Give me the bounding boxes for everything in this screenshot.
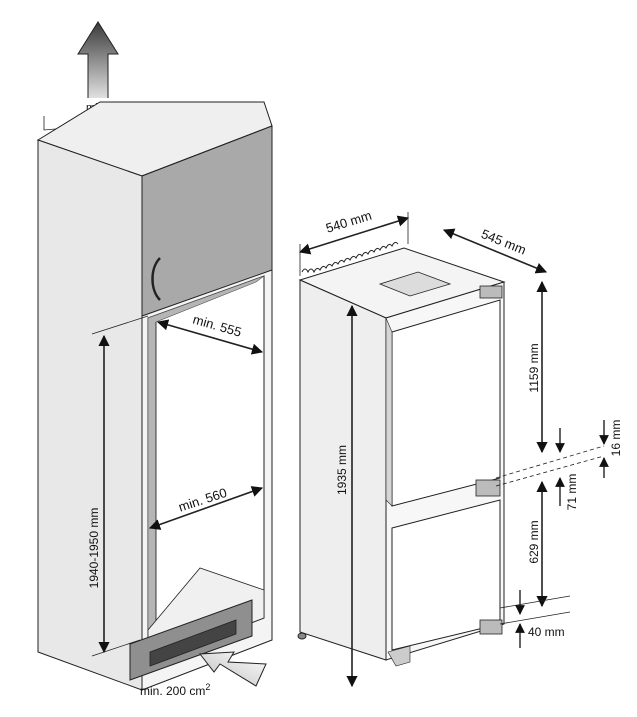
hinge-bottom	[479, 619, 503, 635]
lower-door-label: 629 mm	[527, 520, 541, 563]
appliance-upper-door	[391, 299, 501, 507]
hinge-middle	[475, 479, 501, 497]
cabinet-door-handle	[151, 257, 161, 301]
cabinet-side	[37, 139, 143, 691]
appliance-group: 540 mm 545 mm 1935 mm 1159 mm 71 mm 16 m…	[297, 208, 623, 688]
plinth-vent-slot	[149, 619, 237, 667]
cabinet-group: min. 200 cm2 1940-1950 mm min. 555	[36, 21, 273, 698]
base-gap-label: 40 mm	[528, 625, 565, 639]
appliance-mount-plate	[378, 271, 452, 297]
offset-dash-lower	[495, 455, 605, 487]
niche-height-label: 1940-1950 mm	[87, 508, 101, 589]
base-ext-upper	[499, 595, 571, 609]
appliance-depth-label: 545 mm	[479, 226, 528, 258]
gap-middle-label: 71 mm	[565, 474, 579, 511]
appliance-depth-dimline	[442, 228, 548, 274]
niche-height-ext-top	[91, 315, 149, 335]
vent-in-arrow	[199, 651, 267, 687]
gap-offset-label: 16 mm	[609, 420, 623, 457]
niche-height-ext-bottom	[91, 639, 141, 657]
appliance-height-label: 1935 mm	[335, 445, 349, 495]
appliance-foot	[297, 632, 307, 640]
upper-door-label: 1159 mm	[527, 343, 541, 392]
vent-bottom-label: min. 200 cm2	[140, 682, 210, 698]
niche-width-bottom-dimline	[148, 486, 264, 530]
appliance-upper-door-edge	[385, 317, 393, 507]
offset-dash-upper	[495, 445, 605, 479]
base-ext-lower	[499, 611, 571, 625]
appliance-kick-plate	[387, 645, 411, 667]
hinge-top	[479, 285, 503, 299]
niche-width-top-dimline	[156, 319, 264, 355]
cabinet-upper-door	[141, 125, 273, 317]
appliance-width-dimline	[298, 215, 410, 255]
